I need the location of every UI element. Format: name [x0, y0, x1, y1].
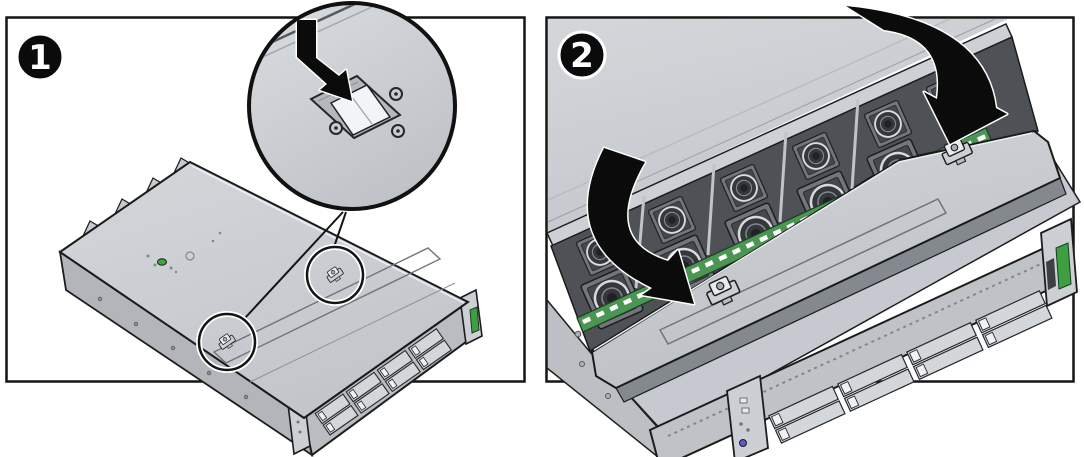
top-cover: [58, 160, 470, 420]
step-number: 1: [28, 38, 52, 78]
front-panel-indicators: [739, 397, 750, 447]
top-cover: [591, 130, 1061, 389]
drive-bay-grid: [310, 323, 453, 436]
panel-2: 2: [545, 4, 1082, 457]
status-led: [157, 258, 167, 266]
ear-green-label: [1055, 242, 1072, 290]
top-cover-tilted: [591, 130, 1067, 403]
drive-bay: [843, 368, 915, 412]
rotate-down-arrow-right-icon: [844, 4, 1009, 146]
server-closed: [58, 157, 483, 457]
cover-seam: [658, 198, 948, 345]
cover-seam: [212, 247, 442, 364]
cover-seam-line: [249, 282, 456, 383]
step-number: 2: [570, 36, 594, 76]
fan-slot-dividers: [634, 98, 860, 289]
step-1-badge: 1: [15, 32, 65, 82]
cover-emblem: [185, 251, 195, 261]
side-holes: [97, 296, 249, 400]
callout-line: [244, 211, 344, 319]
ear-green-label: [469, 306, 480, 334]
drive-bay: [774, 400, 846, 444]
inset-magnifier: [247, 1, 457, 211]
inset-content: [251, 5, 405, 140]
drive-bay: [768, 385, 840, 430]
callouts: [196, 211, 366, 373]
power-button: [739, 439, 747, 447]
drive-bay: [837, 353, 909, 398]
callout-line: [333, 211, 347, 248]
rivets: [329, 87, 405, 138]
drive-bay: [906, 321, 978, 366]
drive-bay-grid: [768, 290, 1053, 444]
press-down-arrow-icon: [295, 18, 354, 103]
ear-slot: [1046, 258, 1056, 290]
drive-bay: [975, 290, 1047, 334]
badge-circle: [557, 30, 607, 80]
highlight-circle: [305, 245, 365, 305]
panel-1: 1: [5, 1, 526, 457]
drive-bay: [912, 336, 984, 381]
cover-markings: [146, 231, 222, 274]
badge-circle: [15, 32, 65, 82]
cover-edge-highlight: [593, 132, 1033, 351]
step-2-badge: 2: [557, 30, 607, 80]
drive-bay: [981, 304, 1053, 349]
left-rack-ear: [726, 374, 769, 457]
rotate-down-arrow-left-icon: [586, 146, 696, 306]
cover-edge-highlight: [191, 165, 465, 304]
highlight-circle: [197, 312, 257, 372]
